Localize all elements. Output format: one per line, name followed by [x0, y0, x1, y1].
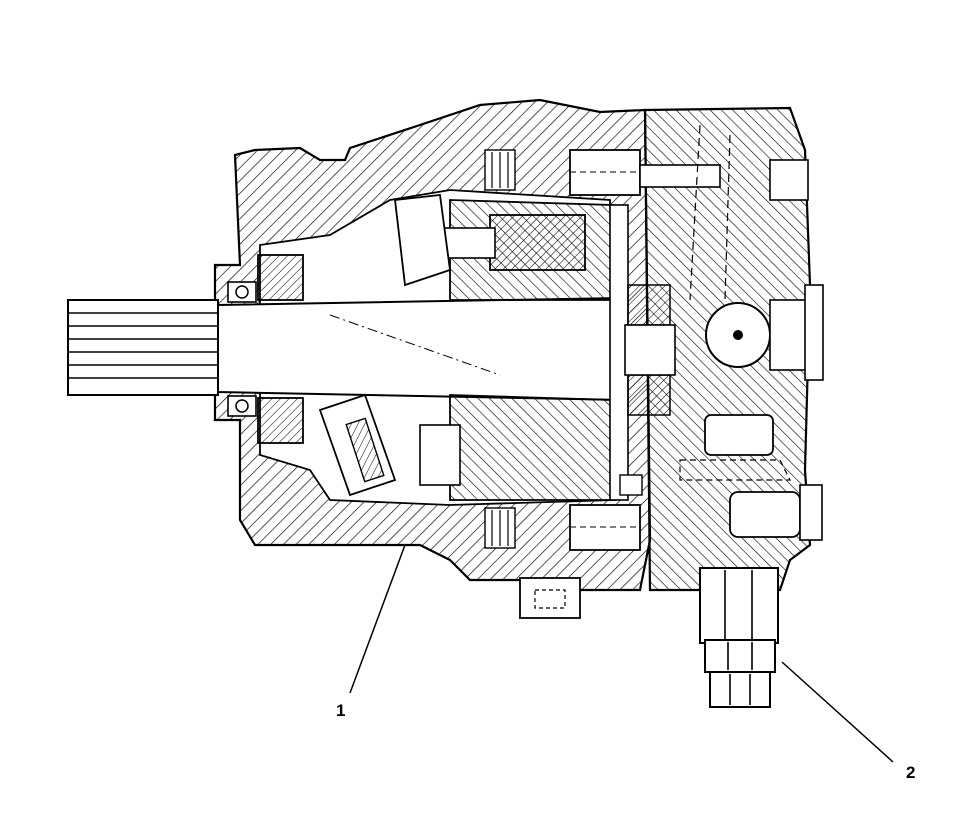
leader-line-2	[781, 661, 894, 763]
callout-label-2: 2	[906, 763, 915, 782]
control-pistons	[484, 149, 721, 551]
leader-line-1	[349, 544, 406, 694]
callout-label-1: 1	[336, 701, 345, 720]
pressure-valve	[699, 567, 779, 708]
upper-piston	[394, 194, 586, 287]
bottom-boss	[519, 577, 581, 619]
shaft-bearing	[227, 254, 304, 444]
lower-piston	[318, 393, 461, 497]
drive-shaft	[67, 296, 627, 402]
port-plate-details	[609, 124, 824, 541]
